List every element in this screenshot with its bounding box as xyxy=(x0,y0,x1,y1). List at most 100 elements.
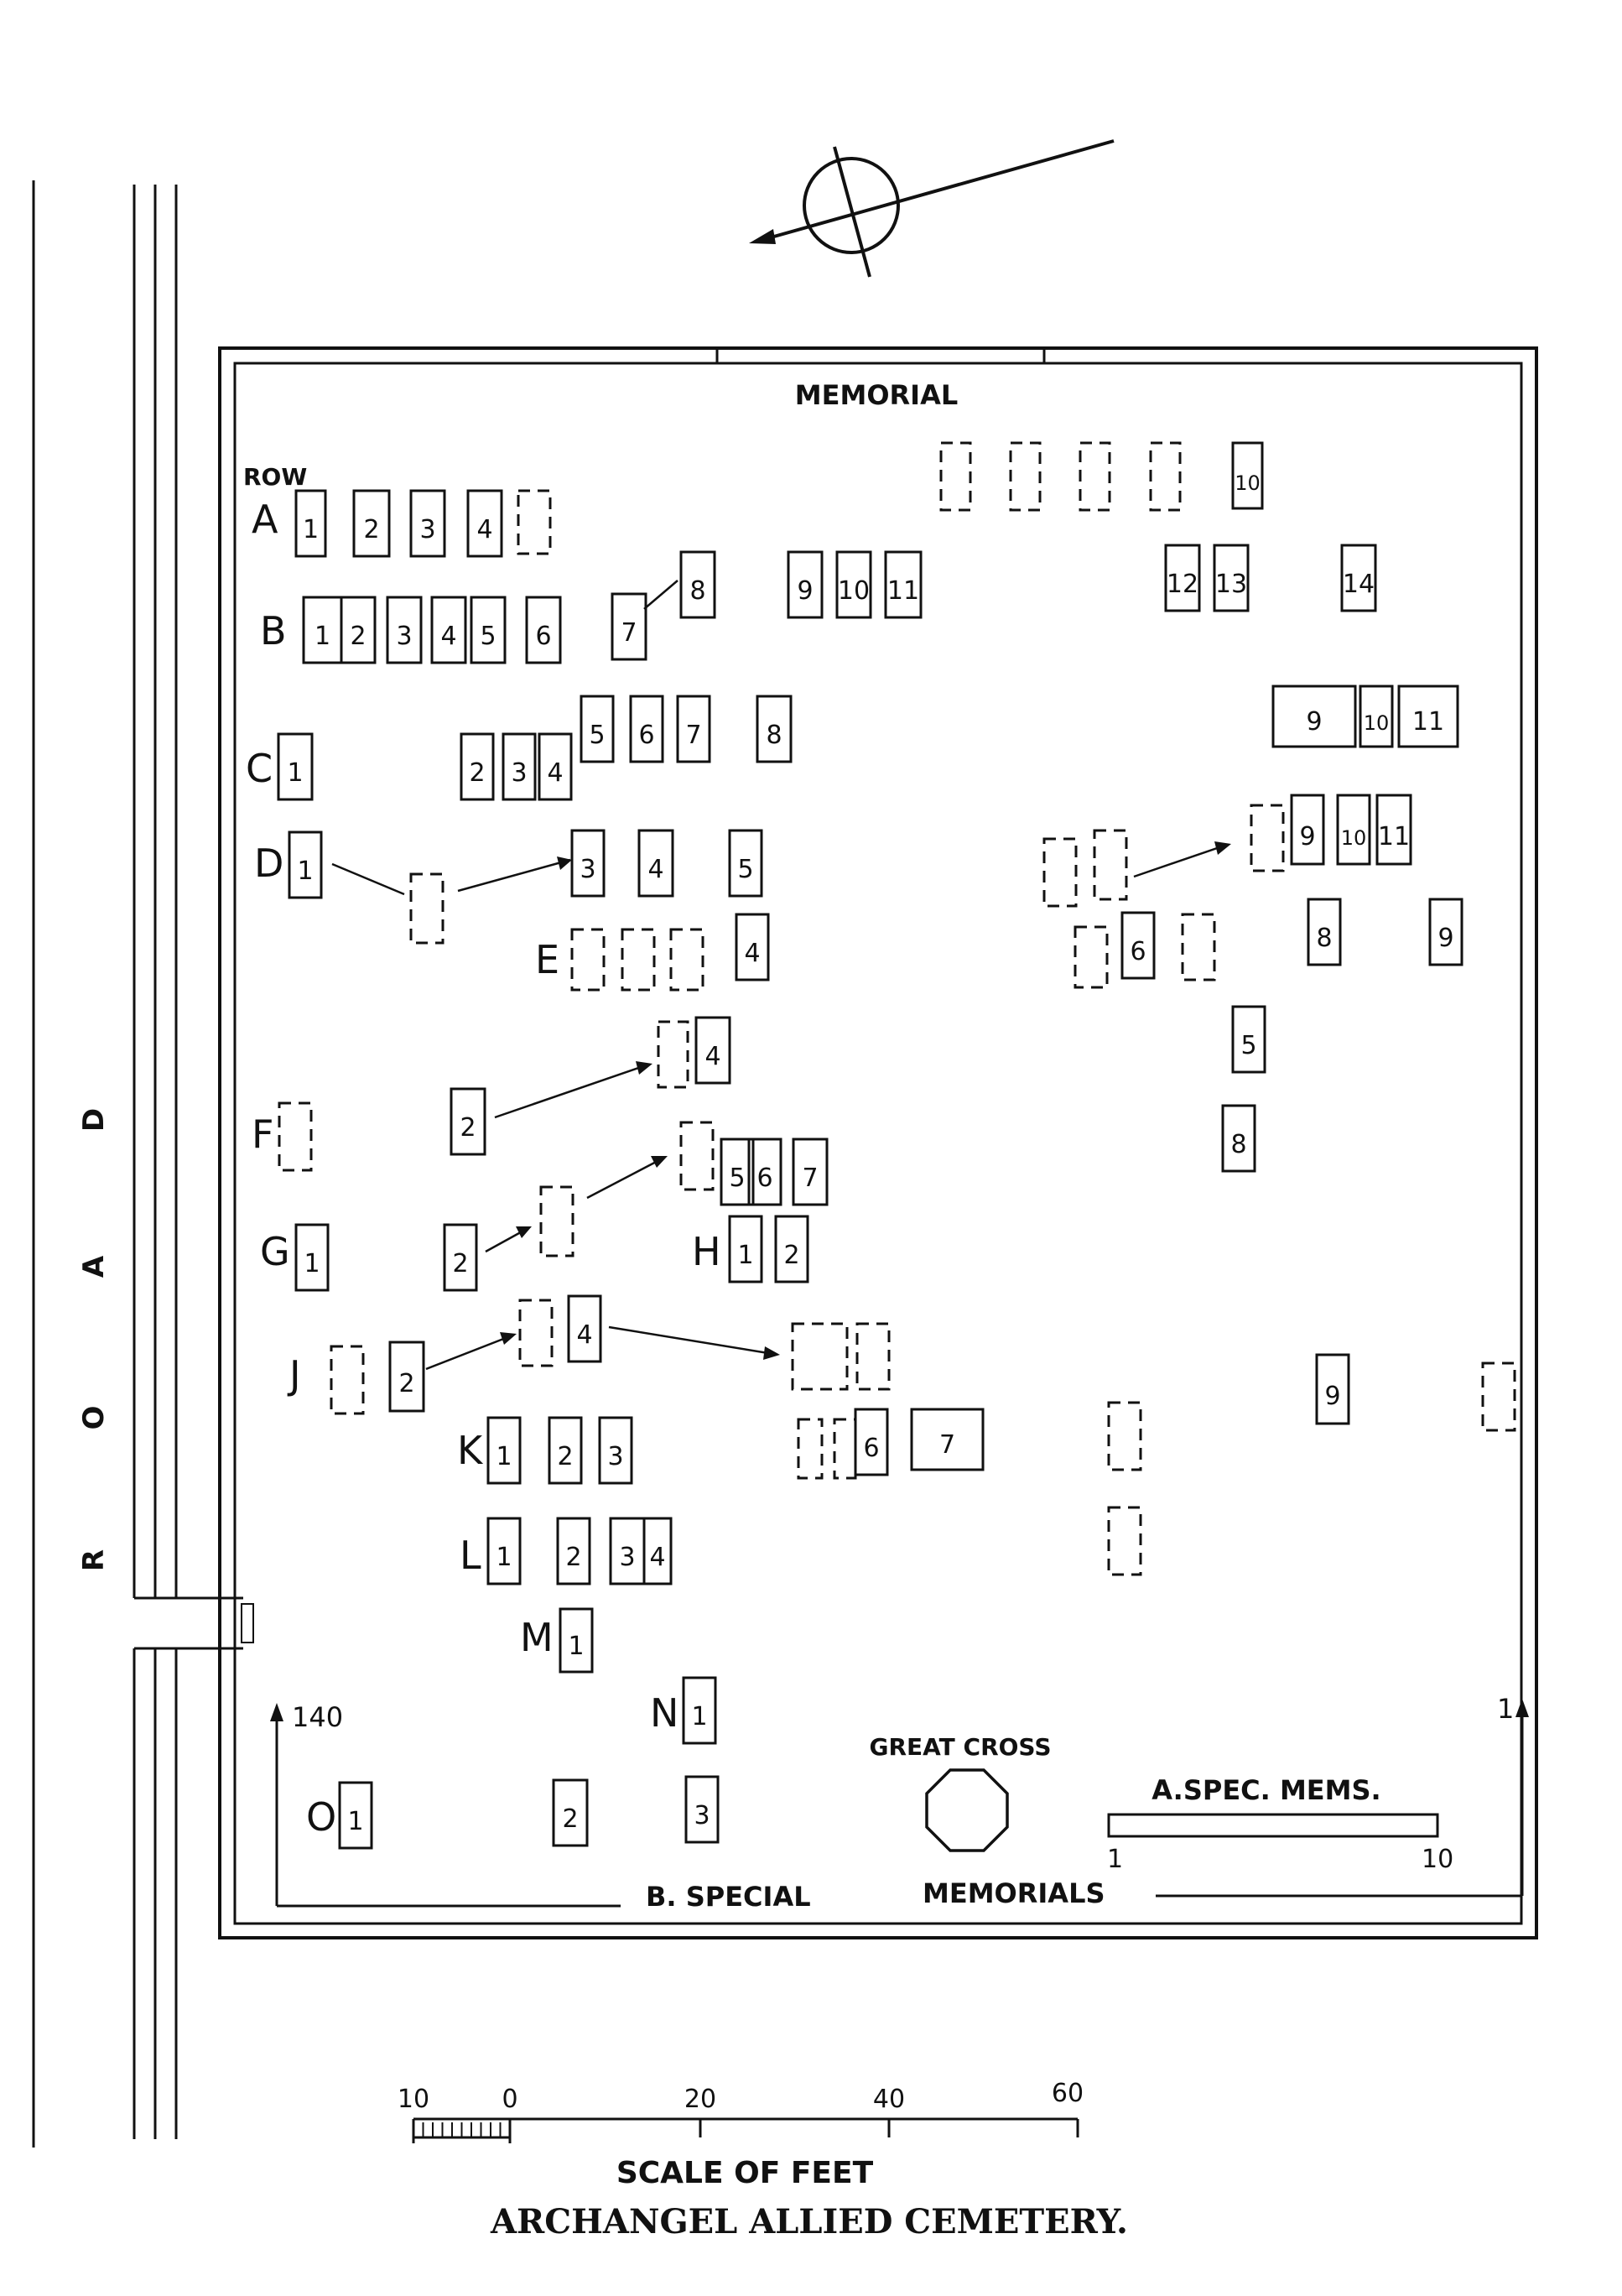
row-letter-d: D xyxy=(254,841,283,886)
grave-plot xyxy=(1359,685,1394,748)
grave-plot xyxy=(294,489,327,558)
grave-number: 6 xyxy=(535,622,551,651)
unmarked-grave-plot xyxy=(1074,925,1109,989)
grave-number: 4 xyxy=(647,855,663,884)
grave-number: 6 xyxy=(863,1434,879,1463)
grave-d-9: 9 xyxy=(1290,794,1325,866)
grave-number: 13 xyxy=(1215,570,1247,599)
grave-d-9: 9 xyxy=(1428,898,1463,966)
unmarked-grave-plot xyxy=(679,1121,715,1191)
grave-c-9: 9 xyxy=(1271,685,1357,748)
grave-plot xyxy=(1307,898,1342,966)
grave-plot xyxy=(430,596,467,664)
grave-number: 2 xyxy=(557,1442,573,1471)
grave-plot xyxy=(792,1138,829,1206)
grave-c-10: 10 xyxy=(1359,685,1394,748)
grave-g-1: 1 xyxy=(294,1223,330,1292)
grave-number: 1 xyxy=(496,1543,512,1572)
scale-tick-labels: 10 0 20 40 60 xyxy=(398,2079,1084,2114)
grave-a-10: 10 xyxy=(1231,441,1264,510)
grave-b-14: 14 xyxy=(1340,544,1377,612)
grave-plot xyxy=(629,695,664,763)
grave-plot xyxy=(409,489,446,558)
row-letter-m: M xyxy=(520,1615,554,1660)
grave-number: 9 xyxy=(1324,1382,1340,1411)
grave-number: 10 xyxy=(1364,711,1390,735)
grave-j-2: 2 xyxy=(388,1341,425,1413)
grave-b-10: 10 xyxy=(835,550,872,619)
grave-c-11: 11 xyxy=(1397,685,1459,748)
grave-number: 14 xyxy=(1343,570,1375,599)
grave-number: 9 xyxy=(1306,707,1322,737)
grave-plot xyxy=(728,1215,763,1283)
row-letter-j: J xyxy=(287,1352,301,1398)
grave-number: 11 xyxy=(887,576,919,606)
grave-k-6: 6 xyxy=(854,1408,889,1476)
grave-number: 3 xyxy=(580,855,595,884)
grave-plot xyxy=(787,550,824,619)
marker-140: 140 xyxy=(292,1701,343,1733)
grave-d-1: 1 xyxy=(288,830,323,899)
grave-c-2: 2 xyxy=(460,732,495,801)
grave-number: 5 xyxy=(737,855,753,884)
row-label: ROW xyxy=(243,463,307,491)
unmarked-grave-plot xyxy=(1107,1401,1142,1471)
plan-title: ARCHANGEL ALLIED CEMETERY. xyxy=(490,2202,1128,2241)
grave-number: 5 xyxy=(729,1164,745,1193)
grave-plot xyxy=(910,1408,985,1471)
grave-number: 1 xyxy=(304,1249,320,1278)
grave-plot xyxy=(637,829,674,898)
grave-c-6: 6 xyxy=(629,695,664,763)
unmarked-grave-plot xyxy=(1181,913,1216,981)
grave-number: 3 xyxy=(511,758,527,788)
grave-plot xyxy=(340,596,377,664)
spec-mems-b-left-label: B. SPECIAL xyxy=(646,1881,811,1913)
grave-plot xyxy=(502,732,537,801)
grave-plot xyxy=(682,1676,717,1745)
grave-number: 6 xyxy=(638,721,654,750)
grave-l-2: 2 xyxy=(556,1517,591,1585)
grave-o-3: 3 xyxy=(684,1775,720,1844)
grave-plot xyxy=(747,1138,782,1206)
grave-plot xyxy=(1315,1353,1350,1425)
grave-plot xyxy=(538,732,573,801)
grave-number: 1 xyxy=(691,1702,707,1731)
unmarked-grave-plot xyxy=(833,1418,857,1480)
grave-e-8: 8 xyxy=(1221,1104,1256,1173)
grave-number: 4 xyxy=(704,1042,720,1071)
row-letter-c: C xyxy=(246,746,273,791)
unmarked-grave-plot xyxy=(1481,1361,1516,1432)
grave-plot xyxy=(611,592,647,661)
grave-number: 4 xyxy=(649,1543,665,1572)
grave-plot xyxy=(525,596,562,664)
grave-plot xyxy=(1221,1104,1256,1173)
grave-plot xyxy=(1340,544,1377,612)
grave-plot xyxy=(580,695,615,763)
road-letter: A xyxy=(77,1255,111,1278)
grave-plot xyxy=(1231,1005,1266,1074)
grave-number: 9 xyxy=(1437,924,1453,953)
grave-plot xyxy=(1290,794,1325,866)
grave-j-4: 4 xyxy=(567,1294,602,1363)
grave-number: 2 xyxy=(350,622,366,651)
grave-number: 1 xyxy=(496,1442,512,1471)
grave-a-2: 2 xyxy=(352,489,391,558)
scale-caption: SCALE OF FEET xyxy=(616,2156,874,2190)
grave-d-4: 4 xyxy=(637,829,674,898)
unmarked-grave-plot xyxy=(621,928,656,992)
grave-plot xyxy=(470,596,507,664)
grave-plot xyxy=(460,732,495,801)
grave-plot xyxy=(277,732,314,801)
spec-mems-a-bar xyxy=(1107,1813,1439,1838)
grave-d-5: 5 xyxy=(728,829,763,898)
unmarked-grave-plot xyxy=(278,1101,313,1172)
unmarked-grave-plot xyxy=(1093,829,1128,901)
grave-d-11: 11 xyxy=(1375,794,1412,866)
grave-f-2: 2 xyxy=(450,1087,486,1156)
marker-1: 1 xyxy=(1497,1693,1514,1725)
transfer-arrows xyxy=(331,580,1231,1371)
grave-b-5: 5 xyxy=(470,596,507,664)
grave-number: 2 xyxy=(562,1804,578,1834)
grave-b-12: 12 xyxy=(1164,544,1201,612)
